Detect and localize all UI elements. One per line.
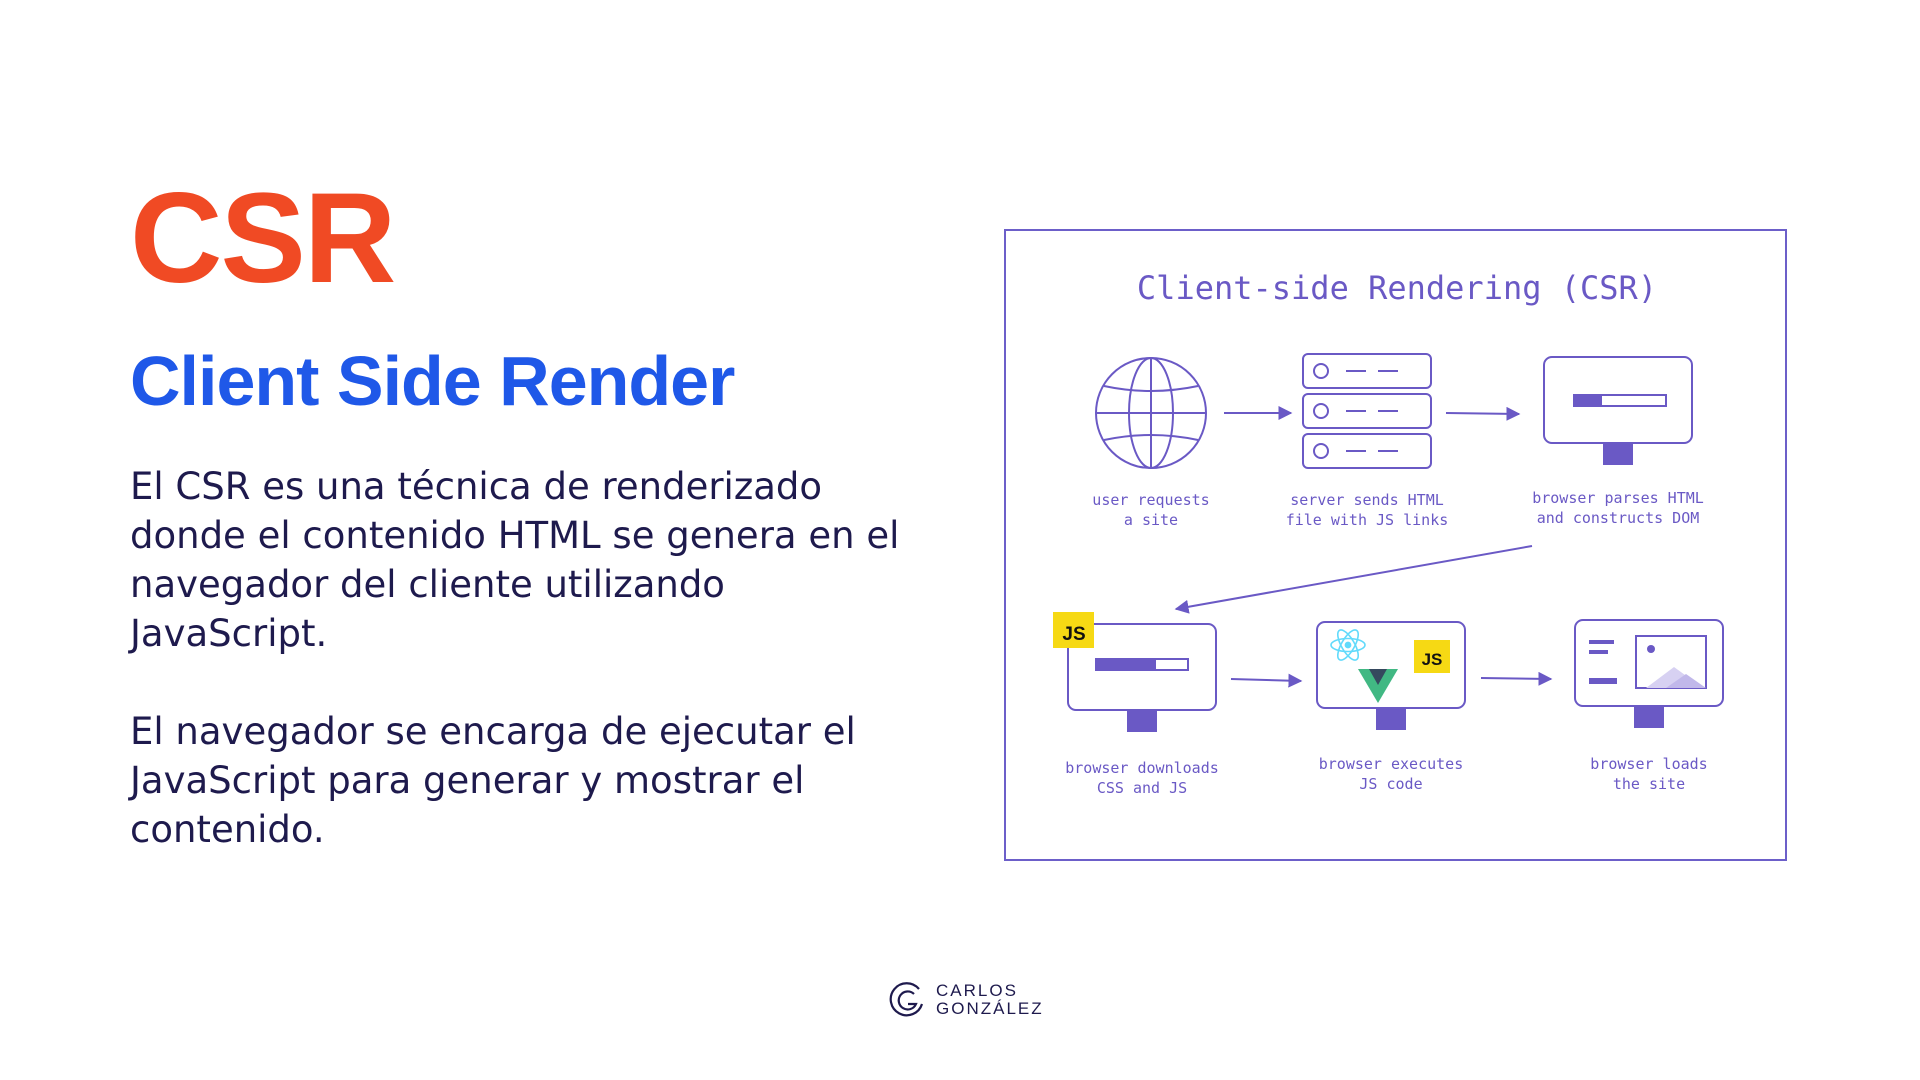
- arrow-3-4: [1174, 545, 1533, 614]
- paragraph-2: El navegador se encarga de ejecutar el J…: [130, 710, 856, 851]
- step-1-label-line2: a site: [1124, 511, 1178, 529]
- monitor-icon: [1543, 356, 1693, 465]
- step-6-label-line2: the site: [1613, 775, 1685, 793]
- arrow-5-6: [1480, 671, 1553, 686]
- arrow-4-5: [1230, 673, 1303, 688]
- monitor-frameworks-icon: JS: [1316, 621, 1466, 730]
- vue-icon: [1358, 669, 1398, 703]
- paragraph-1: El CSR es una técnica de renderizado don…: [130, 465, 900, 655]
- page-subtitle: Client Side Render: [130, 342, 735, 420]
- step-2-label-line1: server sends HTML: [1290, 491, 1444, 509]
- server-icon: [1302, 353, 1432, 469]
- page-title: CSR: [130, 167, 396, 310]
- step-4-label-line1: browser downloads: [1065, 759, 1219, 777]
- step-5-label-line1: browser executes: [1319, 755, 1464, 773]
- arrow-2-3: [1445, 406, 1521, 421]
- globe-icon: [1095, 357, 1207, 469]
- step-6-label-line1: browser loads: [1590, 755, 1707, 773]
- brand-logo: CARLOS GONZÁLEZ: [888, 980, 1044, 1020]
- monitor-site-icon: [1574, 619, 1724, 728]
- diagram-canvas: Client-side Rendering (CSR) user request…: [1053, 269, 1724, 797]
- step-4-label-line2: CSS and JS: [1097, 779, 1187, 797]
- csr-diagram: Client-side Rendering (CSR) user request…: [1004, 229, 1787, 861]
- step-2-label-line2: file with JS links: [1286, 511, 1449, 529]
- step-5-label-line2: JS code: [1359, 775, 1422, 793]
- logo-mark-icon: [889, 982, 924, 1017]
- js-badge-label: JS: [1062, 624, 1085, 645]
- logo-line1: CARLOS: [936, 981, 1018, 1000]
- react-icon: [1330, 629, 1366, 661]
- step-3-label-line1: browser parses HTML: [1532, 489, 1704, 507]
- diagram-title: Client-side Rendering (CSR): [1137, 269, 1657, 307]
- text-column: CSR Client Side Render El CSR es una téc…: [130, 175, 930, 854]
- step-3-label-line2: and constructs DOM: [1537, 509, 1700, 527]
- step-1-label-line1: user requests: [1092, 491, 1209, 509]
- logo-line2: GONZÁLEZ: [936, 999, 1044, 1018]
- monitor-js-icon: JS: [1053, 612, 1217, 732]
- js-badge-label-2: JS: [1422, 650, 1443, 669]
